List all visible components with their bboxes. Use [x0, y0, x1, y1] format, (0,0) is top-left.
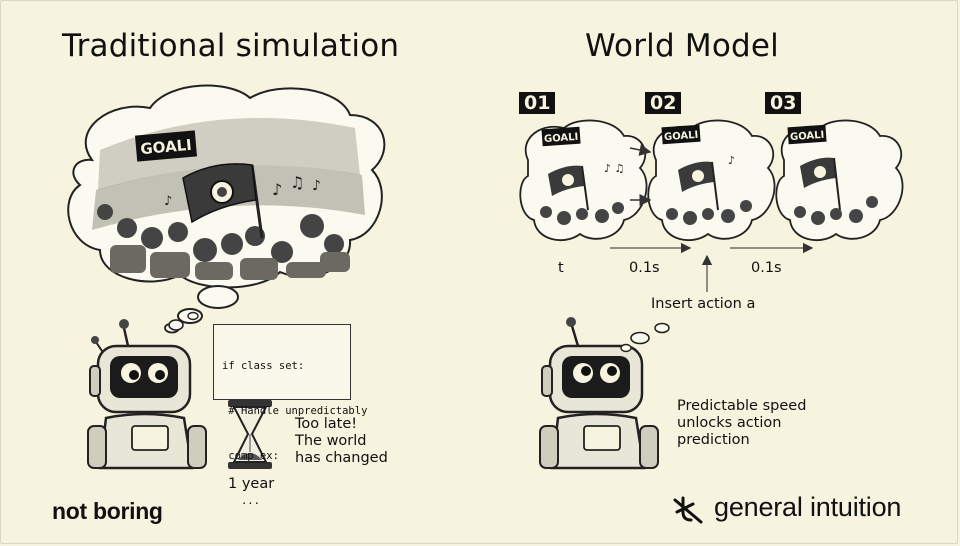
- step-badge-03: 03: [765, 92, 802, 114]
- step-badge-02: 02: [645, 92, 682, 114]
- note-line: The world: [295, 433, 367, 449]
- note-line: has changed: [295, 450, 388, 466]
- note-line: unlocks action: [677, 415, 782, 431]
- step-3-sign: GOALI: [790, 130, 825, 143]
- code-snippet: if class set: # Handle unpredictably com…: [213, 324, 367, 507]
- general-intuition-logo: general intuition: [714, 492, 902, 522]
- hourglass-icon: [228, 400, 272, 469]
- duration-label: 1 year: [228, 476, 275, 492]
- step-3-cloud: GOALI: [775, 119, 904, 242]
- too-late-note: Too late! The world has changed: [295, 416, 388, 467]
- insert-action-label: Insert action a: [651, 296, 756, 312]
- svg-text:♪: ♪: [164, 194, 172, 209]
- music-note-icon: ♪ ♫ ♪ ♪: [164, 173, 321, 209]
- general-intuition-logo-icon: [673, 496, 703, 524]
- title-traditional-simulation: Traditional simulation: [62, 28, 400, 64]
- code-line: # Handle unpredictably: [222, 405, 368, 417]
- timeline-label-t: t: [558, 260, 564, 276]
- svg-text:♪: ♪: [312, 178, 321, 194]
- predictable-speed-note: Predictable speed unlocks action predict…: [677, 398, 806, 449]
- note-line: prediction: [677, 432, 750, 448]
- timeline-label-step-1: 0.1s: [629, 260, 660, 276]
- arrow-right-icon: [629, 144, 652, 206]
- stadium-scene: GOALI ♪ ♫ ♪ ♪: [92, 117, 365, 280]
- code-line: ...: [222, 495, 260, 507]
- note-line: Predictable speed: [677, 398, 807, 414]
- stadium-sign-text: GOALI: [140, 136, 193, 158]
- step-2-sign: GOALI: [664, 130, 699, 143]
- step-1-sign: GOALI: [544, 132, 579, 145]
- svg-text:♪ ♫: ♪ ♫: [604, 162, 624, 175]
- step-2-cloud: GOALI ♪: [647, 119, 776, 242]
- flag-icon: [182, 163, 264, 239]
- timeline-label-step-2: 0.1s: [751, 260, 782, 276]
- code-line: comp_ex:: [222, 450, 279, 462]
- svg-text:♪: ♪: [272, 180, 282, 199]
- svg-text:♪: ♪: [728, 154, 735, 167]
- robot-icon: [539, 317, 659, 470]
- title-world-model: World Model: [585, 28, 779, 64]
- robot-icon: [87, 319, 207, 470]
- step-badge-01: 01: [519, 92, 556, 114]
- code-line: if class set:: [222, 360, 305, 372]
- svg-text:♫: ♫: [290, 173, 304, 192]
- step-1-cloud: GOALI ♪ ♫: [519, 119, 648, 242]
- not-boring-logo: not boring: [52, 498, 163, 524]
- note-line: Too late!: [295, 416, 358, 432]
